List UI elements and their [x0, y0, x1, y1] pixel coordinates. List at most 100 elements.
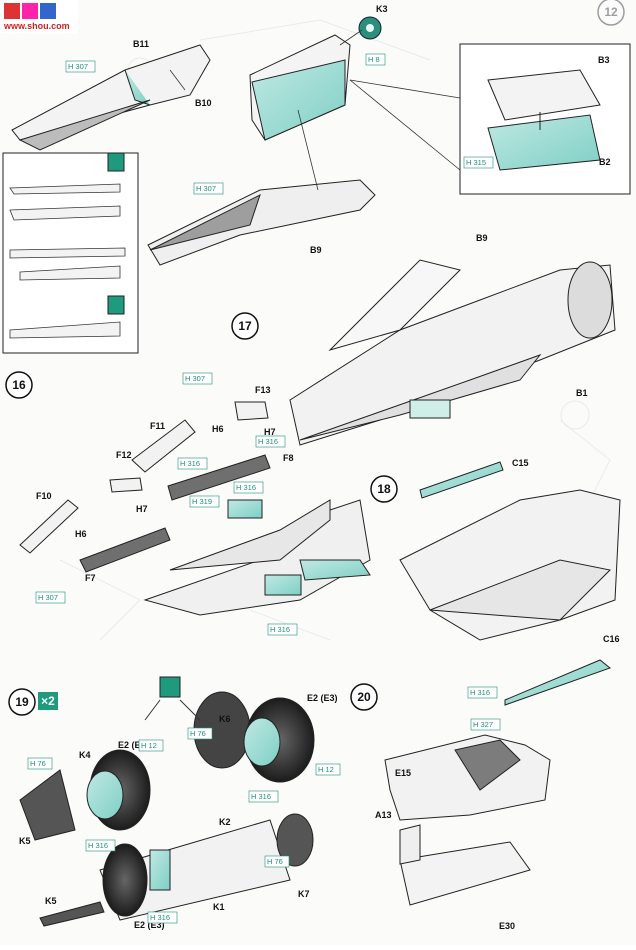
part-label: E30 — [499, 921, 515, 931]
part-label: K7 — [298, 889, 310, 899]
paint-code: H 76 — [190, 729, 206, 738]
cockpit-tub-step20 — [384, 734, 551, 906]
paint-code: H 76 — [30, 759, 46, 768]
part-label: F12 — [116, 450, 132, 460]
step-19-label: 19 — [15, 695, 29, 709]
paint-code-box — [27, 757, 53, 770]
part-label: H6 — [212, 424, 224, 434]
paint-code: H 316 — [470, 688, 490, 697]
engine-exhaust-k1-k2 — [39, 813, 314, 927]
paint-code: H 307 — [68, 62, 88, 71]
paint-code-box — [365, 53, 386, 66]
paint-code-box — [138, 739, 164, 752]
paint-code-box — [463, 156, 494, 169]
part-label: K5 — [19, 836, 31, 846]
paint-code-box — [85, 839, 116, 852]
step19-arrows — [144, 699, 201, 721]
part-label: H7 — [264, 427, 276, 437]
paint-code-box — [470, 718, 501, 731]
paint-code: H 316 — [150, 913, 170, 922]
paint-code-box — [187, 727, 213, 740]
part-label: H7 — [136, 504, 148, 514]
paint-code-box — [267, 623, 298, 636]
paint-code-box — [35, 591, 66, 604]
paint-code: H 12 — [141, 741, 157, 750]
step-20-label: 20 — [357, 690, 371, 704]
paint-code-box — [255, 435, 286, 448]
inset-panel-b3-b2 — [459, 43, 631, 195]
part-label: A13 — [375, 810, 392, 820]
part-label: F8 — [283, 453, 294, 463]
paint-code-box — [248, 790, 279, 803]
bay-doors-f-parts — [19, 401, 271, 573]
paint-code: H 8 — [368, 55, 380, 64]
paint-code: H 316 — [270, 625, 290, 634]
both-sides-marker-icon — [159, 676, 181, 698]
page-corner-number: 12 — [604, 5, 618, 19]
part-label: B9 — [476, 233, 488, 243]
part-label: H6 — [75, 529, 87, 539]
paint-code-box — [177, 457, 208, 470]
paint-code: H 316 — [236, 483, 256, 492]
part-label: B2 — [599, 157, 611, 167]
paint-code-box — [233, 481, 264, 494]
part-label: E2 (E3) — [307, 693, 338, 703]
paint-code-box — [189, 495, 220, 508]
watermark-url: www.shou.com — [3, 21, 70, 31]
part-label: K5 — [45, 896, 57, 906]
paint-code: H 316 — [180, 459, 200, 468]
paint-code-box — [193, 182, 224, 195]
part-label: F10 — [36, 491, 52, 501]
part-label: F7 — [85, 573, 96, 583]
nose-side-panel-b11-b10 — [11, 44, 211, 151]
paint-code: H 76 — [267, 857, 283, 866]
fuselage-bottom-step16 — [143, 499, 371, 616]
part-label: K1 — [213, 902, 225, 912]
part-label: K2 — [219, 817, 231, 827]
part-label: B9 — [310, 245, 322, 255]
paint-code: H 316 — [88, 841, 108, 850]
part-label: K6 — [219, 714, 231, 724]
paint-code: H 327 — [473, 720, 493, 729]
paint-code-box — [65, 60, 96, 73]
part-label: E2 (E3) — [118, 740, 149, 750]
paint-code-box — [264, 855, 290, 868]
paint-code: H 316 — [251, 792, 271, 801]
paint-code: H 307 — [196, 184, 216, 193]
canopy-frame-part — [249, 34, 351, 141]
part-label: B3 — [598, 55, 610, 65]
part-label: F13 — [255, 385, 271, 395]
part-label: B10 — [195, 98, 212, 108]
step-16-label: 16 — [12, 378, 26, 392]
paint-code-box — [147, 911, 178, 924]
part-label: K3 — [376, 4, 388, 14]
fuselage-step18 — [399, 461, 621, 706]
engine-nozzle-step19 — [19, 691, 315, 841]
paint-code: H 12 — [318, 765, 334, 774]
part-label: B11 — [133, 39, 149, 49]
part-label: F11 — [150, 421, 165, 431]
step-markers: 17 16 18 19 ×2 20 12 — [5, 0, 625, 716]
paint-code-box — [182, 372, 213, 385]
part-label: C16 — [603, 634, 620, 644]
part-label: K4 — [79, 750, 91, 760]
paint-code-box — [467, 686, 498, 699]
paint-code: H 307 — [185, 374, 205, 383]
step-18-label: 18 — [377, 482, 391, 496]
qty-x2-label: ×2 — [41, 694, 55, 708]
assembled-fuselage-step17 — [289, 259, 616, 446]
assembly-arrows — [169, 29, 461, 191]
paint-code: H 316 — [258, 437, 278, 446]
part-label: C15 — [512, 458, 529, 468]
fuselage-spine-b9 — [147, 179, 376, 266]
inset-panel-decal-parts — [2, 152, 139, 354]
site-watermark: www.shou.com — [0, 0, 78, 34]
part-label: E2 (E3) — [134, 920, 165, 930]
paint-code: H 307 — [38, 593, 58, 602]
step-17-label: 17 — [238, 319, 252, 333]
part-label: E15 — [395, 768, 411, 778]
